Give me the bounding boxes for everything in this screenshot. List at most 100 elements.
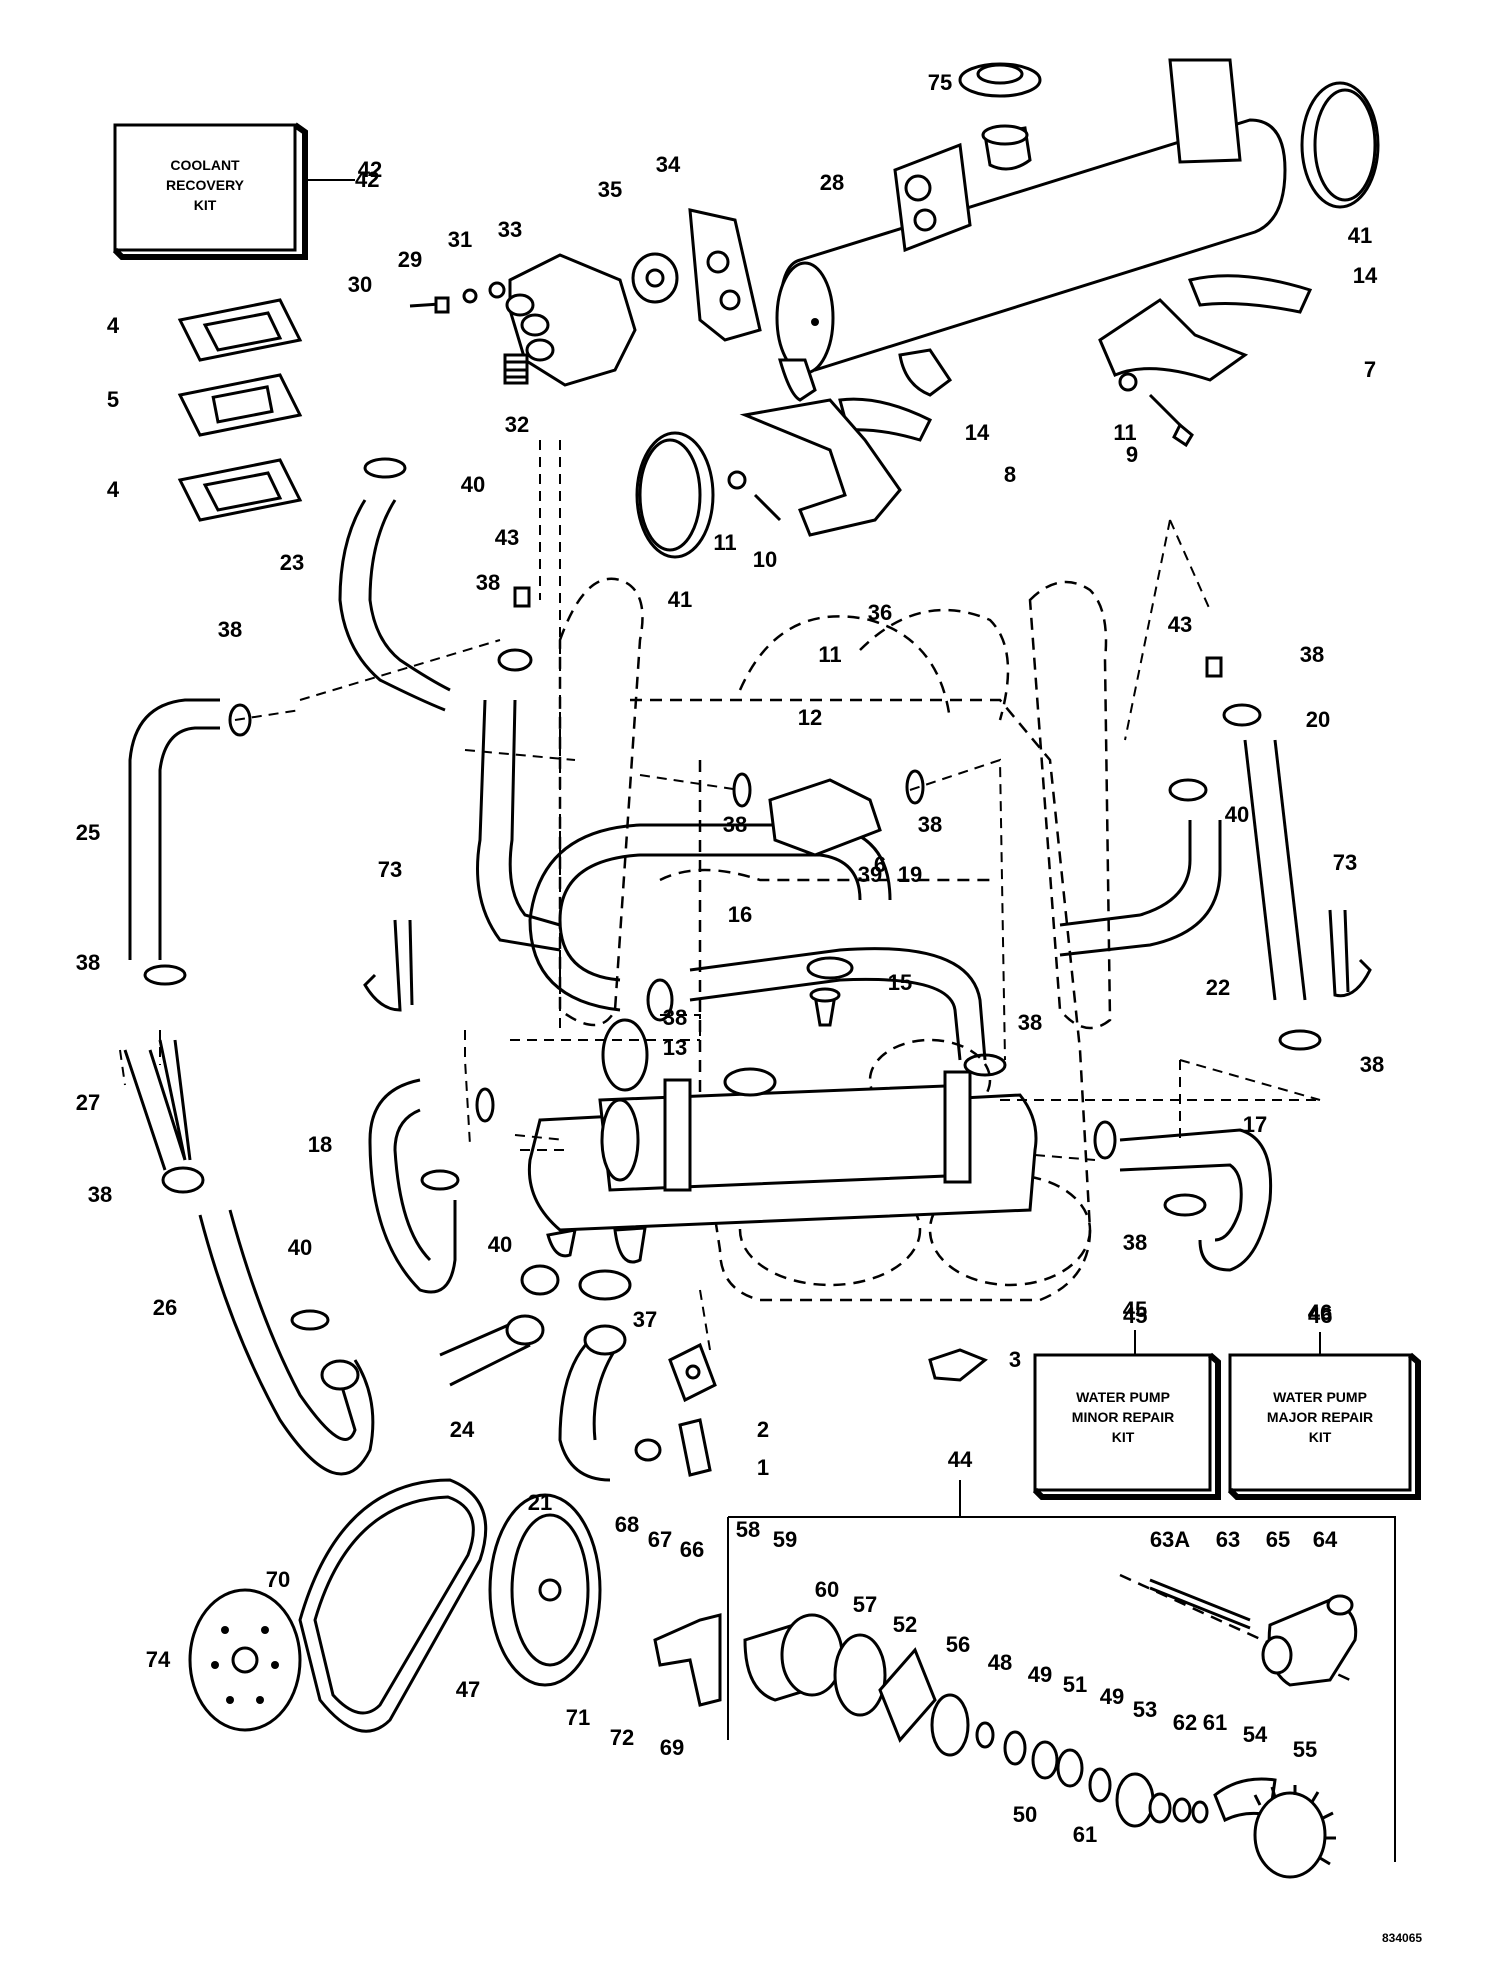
callout-24: 24 xyxy=(450,1417,475,1442)
callout-15: 15 xyxy=(888,970,912,995)
callout-58: 58 xyxy=(736,1517,760,1542)
callout-9: 9 xyxy=(1126,442,1138,467)
callout-38: 38 xyxy=(88,1182,112,1207)
callout-25: 25 xyxy=(76,820,100,845)
pump-oring-56 xyxy=(930,1693,970,1757)
callout-40: 40 xyxy=(488,1232,512,1257)
saddle-14-right xyxy=(1187,274,1313,314)
hook-73-right xyxy=(1328,909,1372,998)
callout-57: 57 xyxy=(853,1592,877,1617)
callout-56: 56 xyxy=(946,1632,970,1657)
callout-11: 11 xyxy=(713,530,736,555)
hose-16-19 xyxy=(528,823,987,1061)
callout-48: 48 xyxy=(988,1650,1012,1675)
water-pump-kit-frame xyxy=(727,1516,1396,1862)
callout-26: 26 xyxy=(153,1295,177,1320)
callout-49: 49 xyxy=(1100,1684,1124,1709)
gasket-4-bottom xyxy=(177,458,303,522)
hose-23 xyxy=(338,499,451,712)
callout-4: 4 xyxy=(107,477,120,502)
callout-61: 61 xyxy=(1203,1710,1227,1735)
callout-39: 39 xyxy=(858,862,882,887)
callout-38: 38 xyxy=(1123,1230,1147,1255)
hose-25 xyxy=(128,698,220,960)
callout-33: 33 xyxy=(498,217,522,242)
bolt-9-washer-11-right xyxy=(1118,372,1194,448)
callout-27: 27 xyxy=(76,1090,100,1115)
callout-41: 41 xyxy=(668,587,692,612)
callout-21: 21 xyxy=(528,1490,552,1515)
callout-38: 38 xyxy=(218,617,242,642)
callout-47: 47 xyxy=(456,1677,480,1702)
callout-43: 43 xyxy=(495,525,519,550)
hose-17 xyxy=(1119,1128,1273,1272)
gasket-34 xyxy=(688,208,762,342)
callout-64: 64 xyxy=(1313,1527,1338,1552)
hook-73-left xyxy=(363,919,414,1012)
callout-14: 14 xyxy=(1353,263,1378,288)
callout-38: 38 xyxy=(918,812,942,837)
fitting-15 xyxy=(809,987,841,1027)
thermostat-35 xyxy=(631,252,679,304)
callout-68: 68 xyxy=(615,1512,639,1537)
callout-11: 11 xyxy=(1113,420,1136,445)
pulley-47 xyxy=(488,1493,602,1687)
callout-30: 30 xyxy=(348,272,372,297)
callout-40: 40 xyxy=(461,472,485,497)
bolt-30-washer-29 xyxy=(409,281,506,314)
crank-pulley-74 xyxy=(188,1588,302,1732)
gasket-5 xyxy=(177,373,303,437)
kit-number: 42 xyxy=(355,167,379,192)
kit-label-line: COOLANT xyxy=(170,157,240,173)
belt-70 xyxy=(298,1478,488,1733)
impeller-55 xyxy=(1253,1785,1336,1879)
callout-34: 34 xyxy=(656,152,681,177)
flow-arrows xyxy=(119,440,1321,1351)
gasket-4-top xyxy=(177,298,303,362)
callout-17: 17 xyxy=(1243,1112,1267,1137)
callout-12: 12 xyxy=(798,705,822,730)
gasket-2 xyxy=(668,1342,717,1403)
callout-65: 65 xyxy=(1266,1527,1290,1552)
callout-31: 31 xyxy=(448,227,472,252)
callout-72: 72 xyxy=(610,1725,634,1750)
callout-28: 28 xyxy=(820,170,844,195)
callout-11: 11 xyxy=(818,642,841,667)
hose-18 xyxy=(368,1078,457,1294)
callout-18: 18 xyxy=(308,1132,332,1157)
callout-66: 66 xyxy=(680,1537,704,1562)
callout-71: 71 xyxy=(566,1705,590,1730)
callout-69: 69 xyxy=(660,1735,684,1760)
hose-clamps xyxy=(143,457,1322,1462)
kit-label-line: KIT xyxy=(194,197,217,213)
hose-21 xyxy=(558,1324,627,1482)
kit-number: 46 xyxy=(1308,1303,1332,1328)
callout-32: 32 xyxy=(505,412,529,437)
callout-45: 45 xyxy=(1123,1297,1147,1322)
callout-49: 49 xyxy=(1028,1662,1052,1687)
hose-20 xyxy=(1243,739,1307,1001)
callout-5: 5 xyxy=(107,387,119,412)
pump-plate-52 xyxy=(878,1647,937,1743)
callout-46: 46 xyxy=(1308,1300,1332,1325)
callout-54: 54 xyxy=(1243,1722,1268,1747)
callout-59: 59 xyxy=(773,1527,797,1552)
callout-36: 36 xyxy=(868,600,892,625)
callout-2: 2 xyxy=(757,1417,769,1442)
callout-53: 53 xyxy=(1133,1697,1157,1722)
hose-left-vertical xyxy=(476,699,561,952)
callout-38: 38 xyxy=(1300,642,1324,667)
callout-16: 16 xyxy=(728,902,752,927)
kit-box-water-pump-minor xyxy=(1032,1330,1221,1500)
callout-7: 7 xyxy=(1364,357,1376,382)
callout-38: 38 xyxy=(1360,1052,1384,1077)
callout-60: 60 xyxy=(815,1577,839,1602)
callout-29: 29 xyxy=(398,247,422,272)
callout-6: 6 xyxy=(874,852,886,877)
kit-label-line: WATER PUMP xyxy=(1076,1389,1170,1405)
hose-27 xyxy=(123,1039,192,1171)
callout-42: 42 xyxy=(358,157,382,182)
callout-38: 38 xyxy=(76,950,100,975)
callout-40: 40 xyxy=(288,1235,312,1260)
callout-63a: 63A xyxy=(1150,1527,1190,1552)
